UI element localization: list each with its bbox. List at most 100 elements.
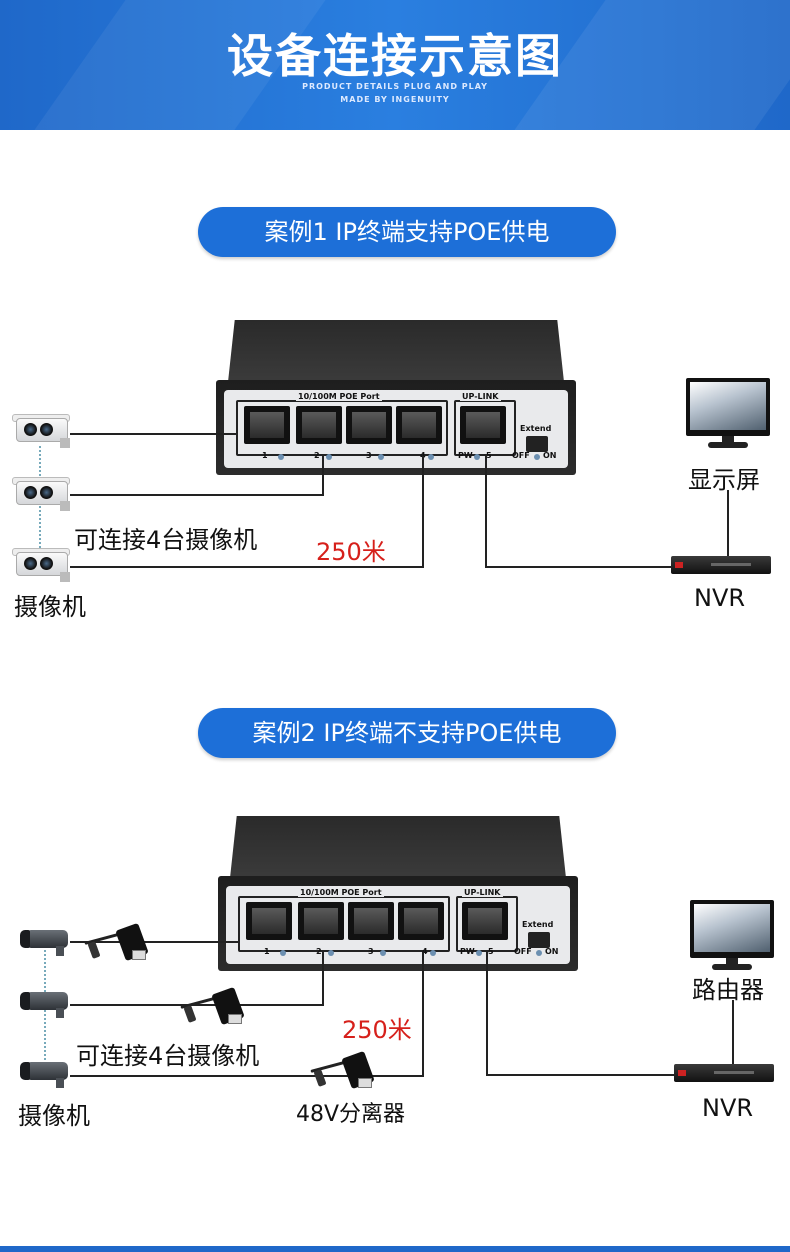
camera-label: 摄像机 (18, 1102, 90, 1130)
case1-title-pill: 案例1 IP终端支持POE供电 (198, 207, 616, 257)
port-number-1: 1 (262, 451, 268, 460)
port-number-1: 1 (264, 947, 270, 956)
on-label: ON (543, 451, 557, 460)
box-camera-icon (20, 988, 72, 1018)
uplink-port-5 (460, 406, 506, 444)
connection-line (70, 1075, 424, 1077)
nvr-label: NVR (694, 584, 746, 612)
poe-port-1 (246, 902, 292, 940)
extend-switch (526, 436, 548, 452)
switch-top (228, 320, 564, 382)
port-number-5: 5 (488, 947, 494, 956)
port-led (278, 454, 284, 460)
off-label: OFF (514, 947, 532, 956)
poe-port-2 (298, 902, 344, 940)
port-number-5: 5 (486, 451, 492, 460)
port-led (328, 950, 334, 956)
poe-splitter-icon (176, 980, 246, 1030)
status-led (536, 950, 542, 956)
pw-label: PW (460, 947, 475, 956)
distance-label: 250米 (342, 1016, 412, 1044)
pw-led (476, 950, 482, 956)
port-number-4: 4 (422, 947, 428, 956)
connection-line (322, 952, 324, 1006)
connection-line (485, 456, 487, 568)
page-title: 设备连接示意图 (227, 29, 563, 83)
connection-line (485, 566, 671, 568)
port-number-2: 2 (314, 451, 320, 460)
port-led (380, 950, 386, 956)
connection-line (486, 1074, 674, 1076)
status-led (534, 454, 540, 460)
off-label: OFF (512, 451, 530, 460)
pw-label: PW (458, 451, 473, 460)
poe-switch-2: 10/100M POE Port UP-LINK Extend 1 2 3 4 … (218, 816, 578, 971)
connection-line (70, 1004, 324, 1006)
poe-port-label: 10/100M POE Port (298, 888, 384, 897)
monitor-icon (690, 900, 774, 972)
router-label: 路由器 (692, 976, 764, 1004)
monitor-icon (686, 378, 770, 450)
poe-port-1 (244, 406, 290, 444)
connection-line (70, 566, 424, 568)
port-led (428, 454, 434, 460)
port-number-3: 3 (368, 947, 374, 956)
uplink-port-group (454, 400, 516, 456)
port-number-4: 4 (420, 451, 426, 460)
poe-port-4 (396, 406, 442, 444)
nvr-icon (674, 1064, 774, 1082)
connection-line (322, 456, 324, 496)
poe-port-4 (398, 902, 444, 940)
port-led (280, 950, 286, 956)
port-led (326, 454, 332, 460)
box-camera-icon (20, 1058, 72, 1088)
poe-port-label: 10/100M POE Port (296, 392, 382, 401)
bullet-camera-icon (12, 414, 70, 448)
connection-line (422, 456, 424, 568)
extend-switch (528, 932, 550, 948)
connection-line (727, 490, 729, 556)
port-number-3: 3 (366, 451, 372, 460)
connect-cameras-label: 可连接4台摄像机 (74, 526, 258, 554)
pw-led (474, 454, 480, 460)
poe-splitter-icon (306, 1044, 376, 1094)
port-led (378, 454, 384, 460)
poe-port-2 (296, 406, 342, 444)
connection-line (732, 1000, 734, 1064)
connection-line (486, 952, 488, 1076)
uplink-label: UP-LINK (460, 392, 501, 401)
uplink-port-group (456, 896, 518, 952)
port-led (430, 950, 436, 956)
nvr-icon (671, 556, 771, 574)
port-number-2: 2 (316, 947, 322, 956)
bullet-camera-icon (12, 548, 70, 582)
page-subtitle-2: MADE BY INGENUITY (340, 95, 450, 104)
bullet-camera-icon (12, 477, 70, 511)
extend-label: Extend (522, 920, 554, 929)
poe-port-group (236, 400, 448, 456)
poe-port-group (238, 896, 450, 952)
connection-line (70, 941, 240, 943)
poe-port-3 (346, 406, 392, 444)
camera-label: 摄像机 (14, 593, 86, 621)
case2-title-pill: 案例2 IP终端不支持POE供电 (198, 708, 616, 758)
poe-splitter-icon (80, 916, 150, 966)
connection-line (422, 952, 424, 1077)
footer-bar (0, 1246, 790, 1252)
monitor-label: 显示屏 (688, 466, 760, 494)
poe-switch-1: 10/100M POE Port UP-LINK Extend 1 2 3 4 … (216, 320, 576, 475)
switch-top (230, 816, 566, 878)
uplink-port-5 (462, 902, 508, 940)
uplink-label: UP-LINK (462, 888, 503, 897)
extend-label: Extend (520, 424, 552, 433)
connect-cameras-label: 可连接4台摄像机 (76, 1042, 260, 1070)
on-label: ON (545, 947, 559, 956)
box-camera-icon (20, 926, 72, 956)
connection-line (70, 494, 324, 496)
splitter-label: 48V分离器 (296, 1102, 406, 1127)
distance-label: 250米 (316, 538, 386, 566)
poe-port-3 (348, 902, 394, 940)
header-banner: 设备连接示意图 PRODUCT DETAILS PLUG AND PLAY MA… (0, 0, 790, 130)
page-subtitle-1: PRODUCT DETAILS PLUG AND PLAY (302, 82, 488, 91)
connection-line (70, 433, 238, 435)
